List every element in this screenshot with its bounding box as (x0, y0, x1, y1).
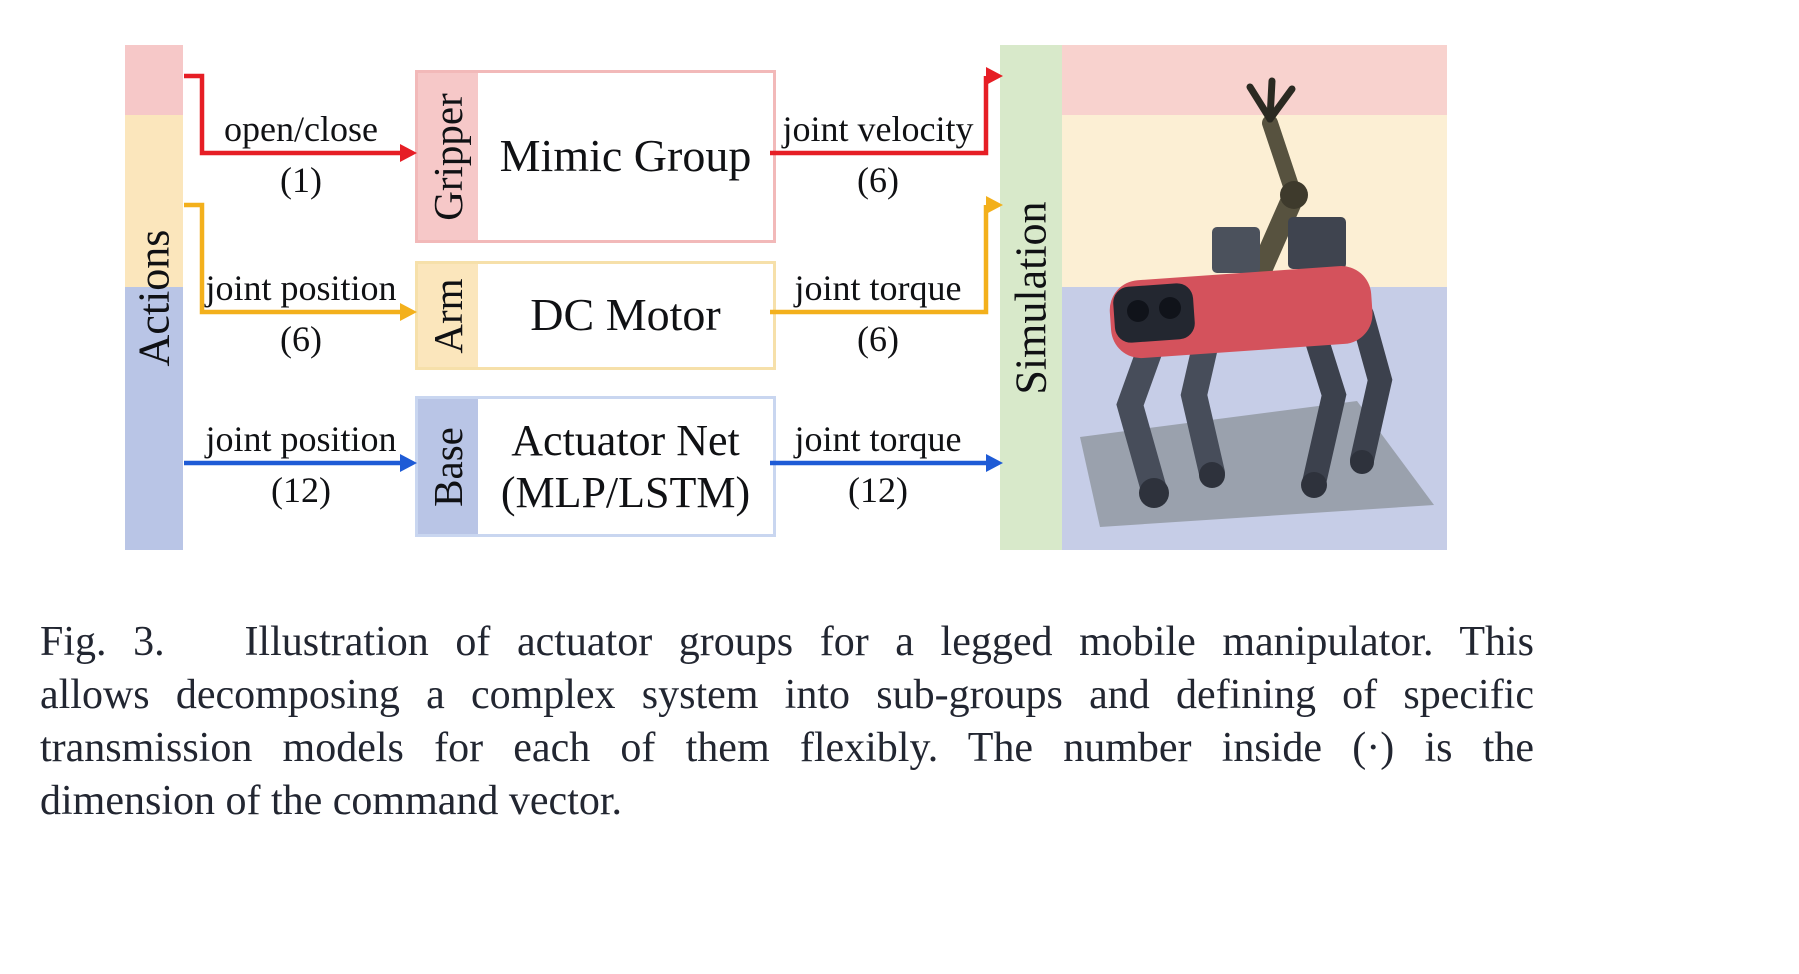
robot-arm-joint (1280, 181, 1308, 209)
robot-illustration (1080, 77, 1434, 527)
base-model-line2: (MLP/LSTM) (500, 467, 751, 517)
gripper-output-dim: (6) (857, 160, 899, 200)
robot-face (1113, 283, 1195, 343)
base-output-dim: (12) (848, 470, 908, 510)
actions-bar: Actions (125, 45, 183, 550)
base-group-box: Base Actuator Net (MLP/LSTM) (415, 396, 776, 537)
arm-model-line1: DC Motor (530, 289, 721, 341)
base-input-label: joint position (205, 419, 397, 459)
caption-line: transmission models for each of them fle… (40, 725, 1534, 771)
gripper-model-line1: Mimic Group (499, 130, 752, 182)
arm-output-label: joint torque (794, 268, 962, 308)
actions-base-segment (125, 287, 183, 550)
robot-rear-legs (1300, 303, 1393, 495)
gripper-model: Mimic Group (478, 73, 773, 240)
robot-payload-boxes (1212, 217, 1346, 273)
base-model-line1: Actuator Net (511, 415, 740, 465)
arm-group-box: Arm DC Motor (415, 261, 776, 370)
robot-feet (1139, 450, 1374, 508)
caption-line: dimension of the command vector. (40, 778, 623, 824)
base-model: Actuator Net (MLP/LSTM) (478, 399, 773, 534)
gripper-output-label: joint velocity (782, 109, 974, 149)
arm-input-label: joint position (205, 268, 397, 308)
actions-gripper-segment (125, 45, 183, 115)
figure-caption: Fig. 3. Illustration of actuator groups … (40, 616, 1534, 828)
base-output-label: joint torque (794, 419, 962, 459)
caption-line: Fig. 3. Illustration of actuator groups … (40, 619, 1534, 665)
gripper-input-dim: (1) (280, 160, 322, 200)
robot-gripper (1246, 77, 1296, 123)
actions-arm-segment (125, 115, 183, 287)
gripper-input-label: open/close (224, 109, 378, 149)
base-input-dim: (12) (271, 470, 331, 510)
arm-input-dim: (6) (280, 319, 322, 359)
robot-panel (1062, 45, 1447, 550)
robot-panel-pink-band (1062, 45, 1447, 115)
arm-model: DC Motor (478, 264, 773, 367)
simulation-bar: Simulation (1000, 45, 1062, 550)
gripper-group-box: Gripper Mimic Group (415, 70, 776, 243)
arm-strip: Arm (418, 264, 478, 367)
base-strip: Base (418, 399, 478, 534)
caption-line: allows decomposing a complex system into… (40, 672, 1534, 718)
arm-output-dim: (6) (857, 319, 899, 359)
gripper-strip: Gripper (418, 73, 478, 240)
